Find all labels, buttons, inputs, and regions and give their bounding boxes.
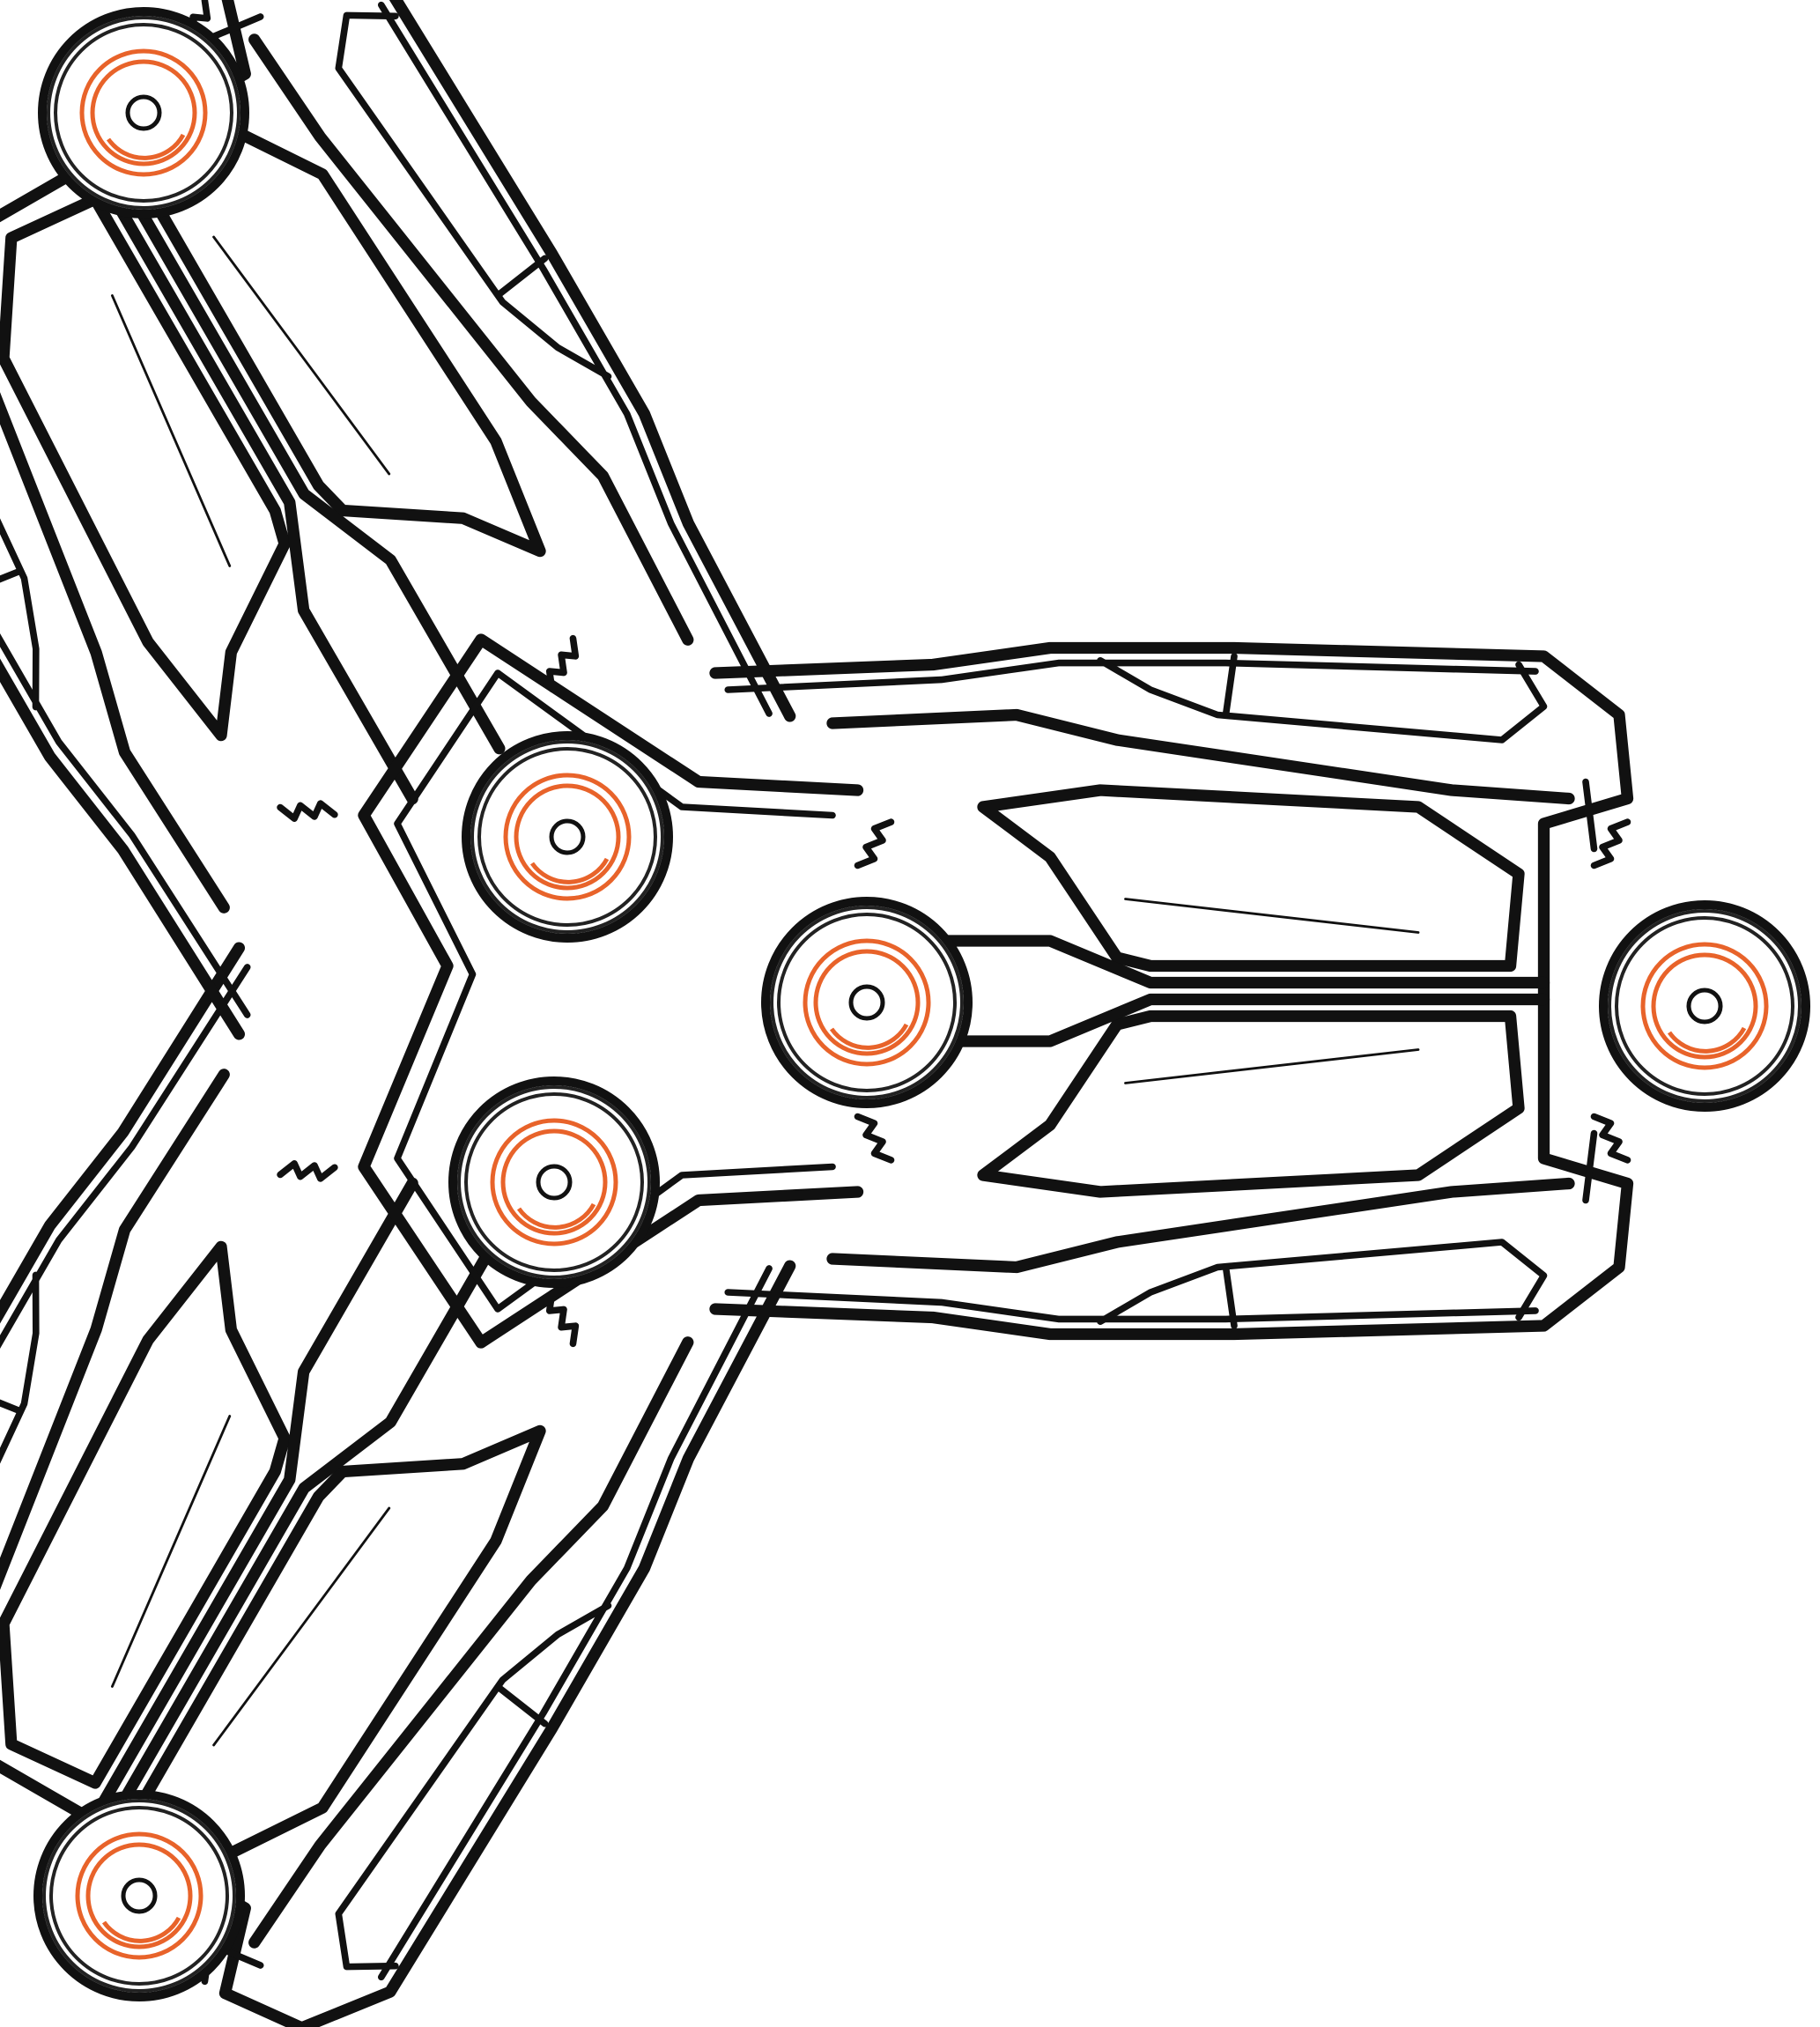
wheel-bottom-left-outer	[38, 1794, 240, 1997]
wheel-center	[766, 901, 968, 1104]
wheel-bottom-inner	[453, 1081, 655, 1284]
wheel-right-outer	[1603, 905, 1806, 1107]
wheel-top-left-outer	[42, 11, 245, 214]
wheel-top-inner	[466, 736, 669, 938]
